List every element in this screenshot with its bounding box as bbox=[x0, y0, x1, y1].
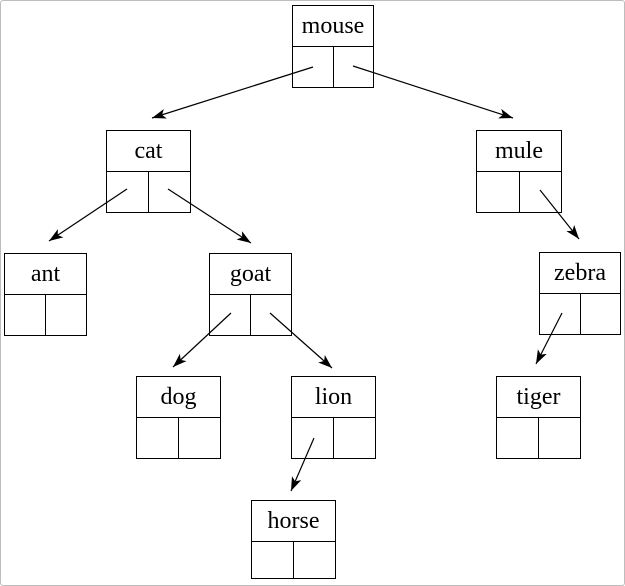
left-pointer-cell bbox=[540, 294, 581, 334]
tree-node-ant: ant bbox=[4, 253, 87, 336]
left-pointer-cell bbox=[477, 172, 520, 212]
edge-mouse-right-to-mule bbox=[352, 65, 514, 119]
pointer-cells bbox=[292, 418, 375, 458]
left-pointer-cell bbox=[252, 542, 294, 578]
pointer-cells bbox=[497, 418, 580, 458]
left-pointer-cell bbox=[293, 47, 334, 87]
node-label: lion bbox=[292, 377, 375, 418]
node-label: cat bbox=[107, 131, 190, 172]
tree-node-zebra: zebra bbox=[539, 252, 621, 335]
right-pointer-cell bbox=[334, 418, 375, 458]
pointer-cells bbox=[540, 294, 620, 334]
node-label: mule bbox=[477, 131, 561, 172]
tree-node-dog: dog bbox=[136, 376, 221, 459]
node-label: dog bbox=[137, 377, 220, 418]
left-pointer-cell bbox=[292, 418, 334, 458]
right-pointer-cell bbox=[581, 294, 621, 334]
pointer-cells bbox=[477, 172, 561, 212]
left-pointer-cell bbox=[5, 295, 46, 335]
pointer-cells bbox=[293, 47, 373, 87]
tree-node-mule: mule bbox=[476, 130, 562, 213]
node-label: ant bbox=[5, 254, 86, 295]
left-pointer-cell bbox=[210, 295, 251, 335]
pointer-cells bbox=[210, 295, 291, 335]
node-label: horse bbox=[252, 501, 335, 542]
right-pointer-cell bbox=[539, 418, 580, 458]
left-pointer-cell bbox=[137, 418, 179, 458]
left-pointer-cell bbox=[107, 172, 149, 212]
pointer-cells bbox=[252, 542, 335, 578]
right-pointer-cell bbox=[294, 542, 335, 578]
pointer-cells bbox=[137, 418, 220, 458]
tree-node-tiger: tiger bbox=[496, 376, 581, 459]
tree-node-cat: cat bbox=[106, 130, 191, 213]
tree-node-goat: goat bbox=[209, 253, 292, 336]
tree-node-lion: lion bbox=[291, 376, 376, 459]
left-pointer-cell bbox=[497, 418, 539, 458]
right-pointer-cell bbox=[149, 172, 190, 212]
node-label: mouse bbox=[293, 6, 373, 47]
right-pointer-cell bbox=[46, 295, 86, 335]
tree-node-mouse: mouse bbox=[292, 5, 374, 88]
right-pointer-cell bbox=[520, 172, 562, 212]
right-pointer-cell bbox=[251, 295, 291, 335]
pointer-cells bbox=[107, 172, 190, 212]
edge-mouse-left-to-cat bbox=[151, 66, 314, 119]
right-pointer-cell bbox=[334, 47, 374, 87]
pointer-cells bbox=[5, 295, 86, 335]
right-pointer-cell bbox=[179, 418, 220, 458]
node-label: zebra bbox=[540, 253, 620, 294]
tree-node-horse: horse bbox=[251, 500, 336, 579]
node-label: tiger bbox=[497, 377, 580, 418]
node-label: goat bbox=[210, 254, 291, 295]
